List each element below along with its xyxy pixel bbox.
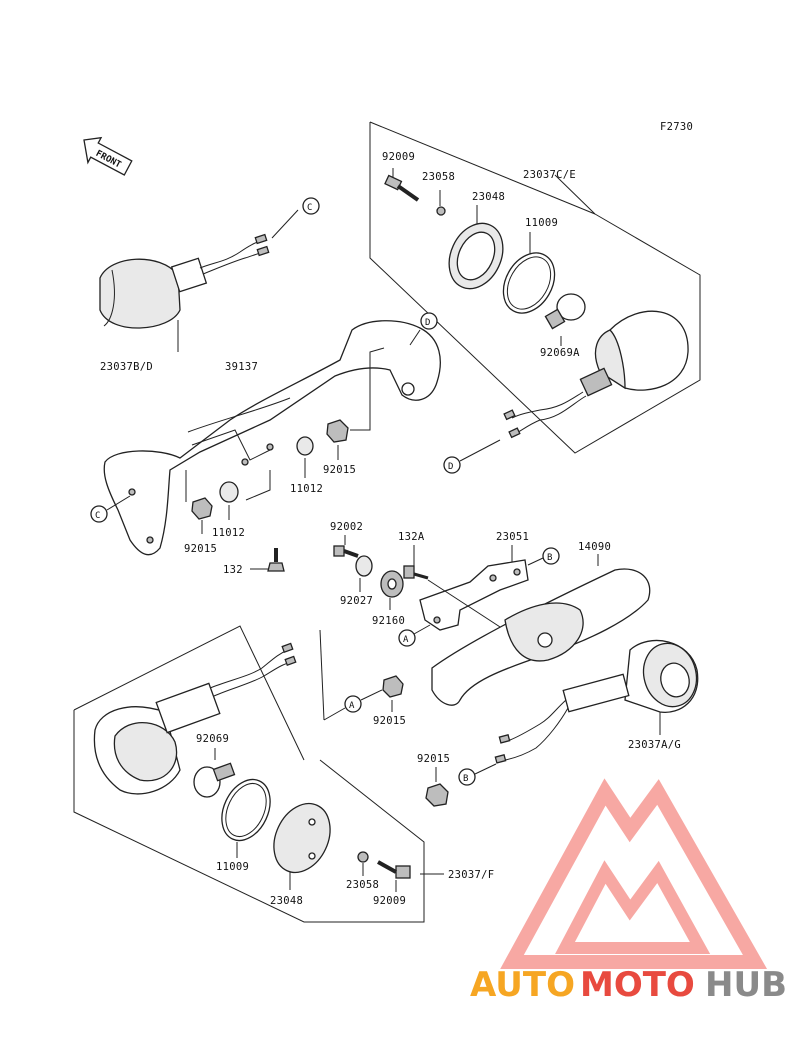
front-left-signal-group: 92069 11009 23048 23058 92009 23037/F [73,625,494,923]
label-23037f: 23037/F [448,869,494,881]
label-23037ag: 23037A/G [628,739,681,751]
label-23058-bot: 23058 [346,879,379,891]
label-92015-b: 92015 [184,543,217,555]
label-23051: 23051 [496,531,529,543]
bulb-92069a [544,293,586,346]
grommet-92160: 92160 [372,570,405,627]
callout-a-2: A [344,689,383,713]
svg-text:B: B [463,774,468,784]
collar-11012-a: 11012 [290,436,323,495]
watermark-hub: HUB [705,965,787,1005]
nut-92015-a: 92015 [323,347,385,476]
label-92009-bot: 92009 [373,895,406,907]
svg-text:A: A [349,701,355,711]
label-132a: 132A [398,531,425,543]
bolt-132a: 132A [398,531,429,580]
label-92069: 92069 [196,733,229,745]
label-23048-bot: 23048 [270,895,303,907]
label-23048-top: 23048 [472,191,505,203]
label-92015-a: 92015 [323,464,356,476]
label-92160: 92160 [372,615,405,627]
nut-92015-b: 92015 [184,470,217,555]
svg-text:C: C [307,203,312,213]
collar-11012-b: 11012 [212,470,271,539]
label-92015-c: 92015 [373,715,406,727]
watermark-auto: AUTO [470,965,575,1005]
callout-d-2: D [443,439,501,474]
label-23058-top: 23058 [422,171,455,183]
callout-c-2: C [90,495,131,523]
bracket-39137: 39137 [103,320,441,556]
nut-92015-c: 92015 [373,675,406,727]
automotohub-logo: AUTO MOTO HUB [470,778,787,1005]
label-39137: 39137 [225,361,258,373]
bolt-92002: 92002 [330,521,363,558]
nut-23058-top [436,190,446,216]
svg-text:D: D [425,318,430,328]
label-11009-bot: 11009 [216,861,249,873]
front-arrow-icon: FRONT [83,136,133,176]
rear-right-signal-group: 92009 23058 23048 23037C/E 11009 92069A [369,121,701,454]
label-11012-a: 11012 [290,483,323,495]
label-11012-b: 11012 [212,527,245,539]
callout-c-1: C [302,197,320,215]
nut-92015-d: 92015 [417,753,450,807]
callout-b-2: B [458,763,497,786]
callout-a-1: A [398,624,431,647]
label-23037bd: 23037B/D [100,361,153,373]
screw-92009-top [384,168,420,202]
svg-text:C: C [95,511,100,521]
svg-text:A: A [403,635,409,645]
label-23037ce: 23037C/E [523,169,576,181]
figure-code: F2730 [660,121,693,133]
svg-text:B: B [547,553,552,563]
callout-d-1: D [420,312,438,330]
label-14090: 14090 [578,541,611,553]
label-92002: 92002 [330,521,363,533]
label-11009-top: 11009 [525,217,558,229]
fender-14090: 14090 [431,541,651,706]
rear-left-signal: 23037B/D [99,209,299,373]
ring-11009-top [502,232,556,314]
watermark-moto: MOTO [580,965,695,1005]
callout-b-1: B [527,547,560,566]
bolt-132: 132 [223,548,285,576]
lens-23048-top [448,205,504,290]
group-frame-upper-right [369,122,701,454]
housing-23037ce [503,310,689,439]
label-132: 132 [223,564,243,576]
label-92009-top: 92009 [382,151,415,163]
label-92027: 92027 [340,595,373,607]
svg-text:D: D [448,462,453,472]
label-92069a: 92069A [540,347,580,359]
label-92015-d: 92015 [417,753,450,765]
housing-23037ag: 23037A/G [494,639,699,764]
collar-92027: 92027 [340,555,373,607]
